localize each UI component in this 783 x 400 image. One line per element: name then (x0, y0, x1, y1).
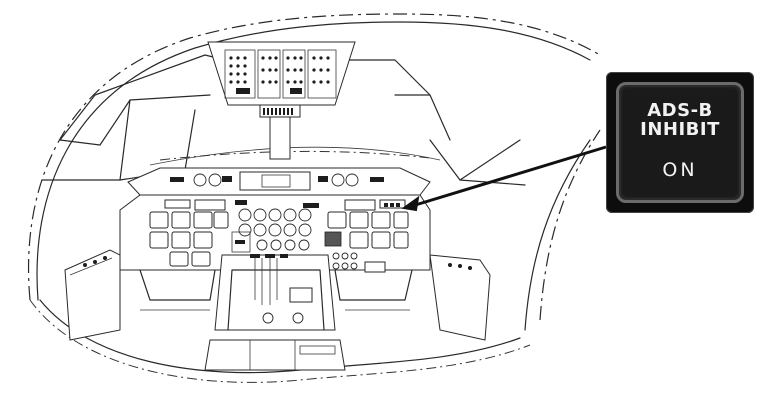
side-consoles (64, 249, 491, 341)
center-pedestal (204, 254, 346, 371)
overhead-panel (207, 41, 356, 160)
switch-label-line1: ADS-B (647, 100, 713, 121)
window-frames (41, 54, 526, 186)
switch-label-line2: INHIBIT (640, 119, 720, 140)
glareshield (127, 167, 431, 196)
switch-face: ADS-B INHIBIT ON (616, 82, 744, 203)
ads-b-inhibit-switch: ADS-B INHIBIT ON (606, 72, 754, 213)
arrow-icon (401, 145, 607, 212)
switch-status: ON (662, 159, 698, 181)
